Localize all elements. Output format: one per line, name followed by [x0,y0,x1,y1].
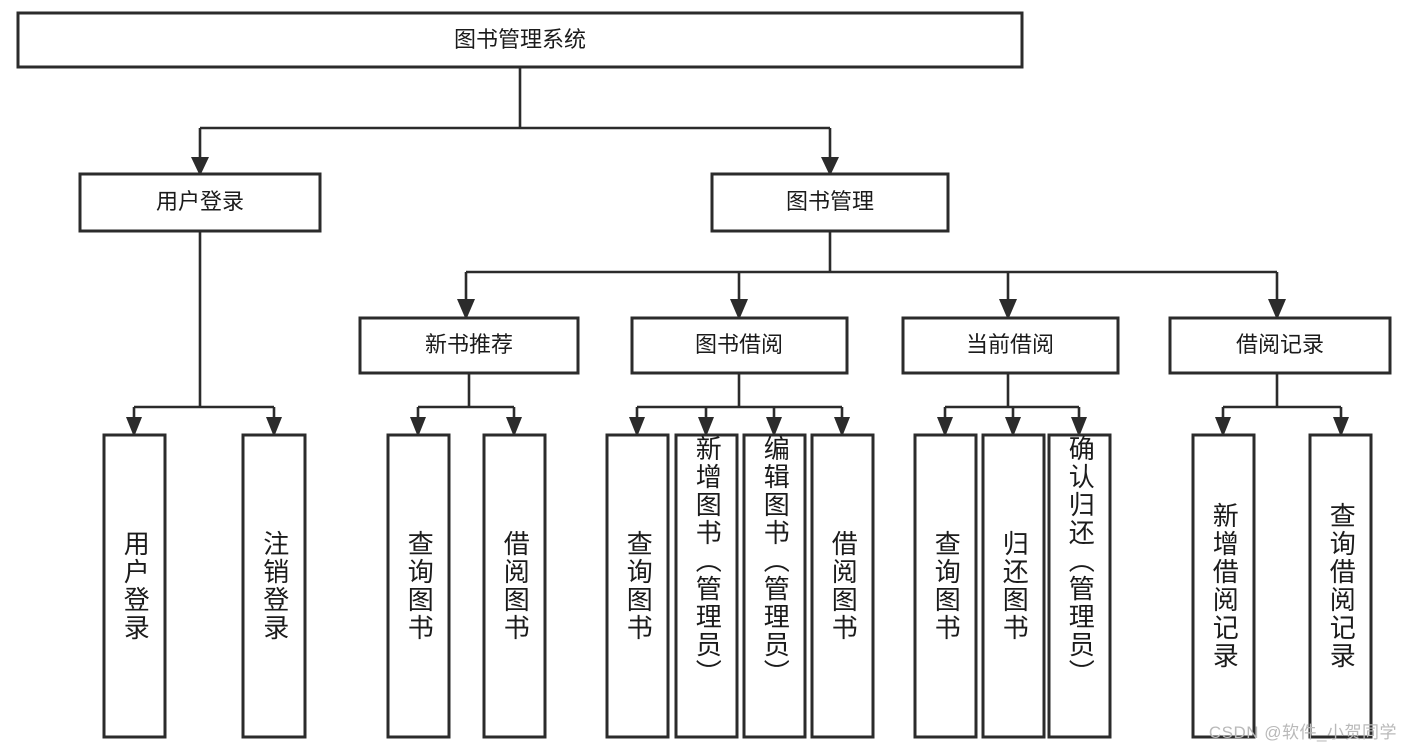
node-logout-action[interactable] [241,433,307,739]
arrowhead-ul-leaf1 [126,417,142,437]
node-query-book-borrow[interactable] [605,433,670,739]
node-query-borrow-record[interactable] [1308,433,1373,739]
node-book-borrow[interactable] [630,316,849,375]
arrowhead-br-leaf1 [1215,417,1231,437]
arrowhead-borrow-record [1268,299,1286,320]
node-book-borrow-label: 图书借阅 [695,332,783,357]
arrowhead-nb-leaf1 [410,417,426,437]
node-query-book-current[interactable] [913,433,978,739]
node-current-borrow-label: 当前借阅 [966,332,1054,357]
nodes-layer: 图书管理系统 用户登录 图书管理 新书推荐 图书借阅 当前借阅 借阅记录 [16,11,1392,739]
node-add-book-admin[interactable] [674,433,739,739]
arrowhead-bb-leaf3 [766,417,782,437]
arrowhead-cb-leaf2 [1005,417,1021,437]
arrowhead-new-book [457,299,475,320]
node-new-book-recommend-label: 新书推荐 [425,332,513,357]
node-borrow-record-label: 借阅记录 [1236,332,1324,357]
node-edit-book-admin[interactable] [742,433,807,739]
edges-layer [126,67,1349,437]
node-borrow-book-borrow[interactable] [810,433,875,739]
node-root-label: 图书管理系统 [454,27,586,52]
arrowhead-book-borrow [730,299,748,320]
arrowhead-book-management [821,157,839,176]
arrowhead-current-borrow [999,299,1017,320]
arrowhead-user-login [191,157,209,176]
node-current-borrow[interactable] [901,316,1120,375]
arrowhead-bb-leaf2 [698,417,714,437]
node-return-book[interactable] [981,433,1046,739]
node-user-login-label: 用户登录 [156,189,244,214]
arrowhead-cb-leaf3 [1071,417,1087,437]
node-new-book-recommend[interactable] [358,316,580,375]
node-book-management[interactable] [710,172,950,233]
node-borrow-record[interactable] [1168,316,1392,375]
arrowhead-ul-leaf2 [266,417,282,437]
node-query-book-recommend[interactable] [386,433,451,739]
node-user-login-action[interactable] [102,433,167,739]
csdn-watermark: CSDN @软件_小贺同学 [1208,723,1397,742]
arrowhead-br-leaf2 [1333,417,1349,437]
node-borrow-book-recommend[interactable] [482,433,547,739]
arrowhead-bb-leaf4 [834,417,850,437]
arrowhead-cb-leaf1 [937,417,953,437]
node-root[interactable] [16,11,1024,69]
node-book-management-label: 图书管理 [786,189,874,214]
node-confirm-return-admin[interactable] [1047,433,1112,739]
arrowhead-nb-leaf2 [506,417,522,437]
arrowhead-bb-leaf1 [629,417,645,437]
node-add-borrow-record[interactable] [1191,433,1256,739]
node-user-login[interactable] [78,172,322,233]
